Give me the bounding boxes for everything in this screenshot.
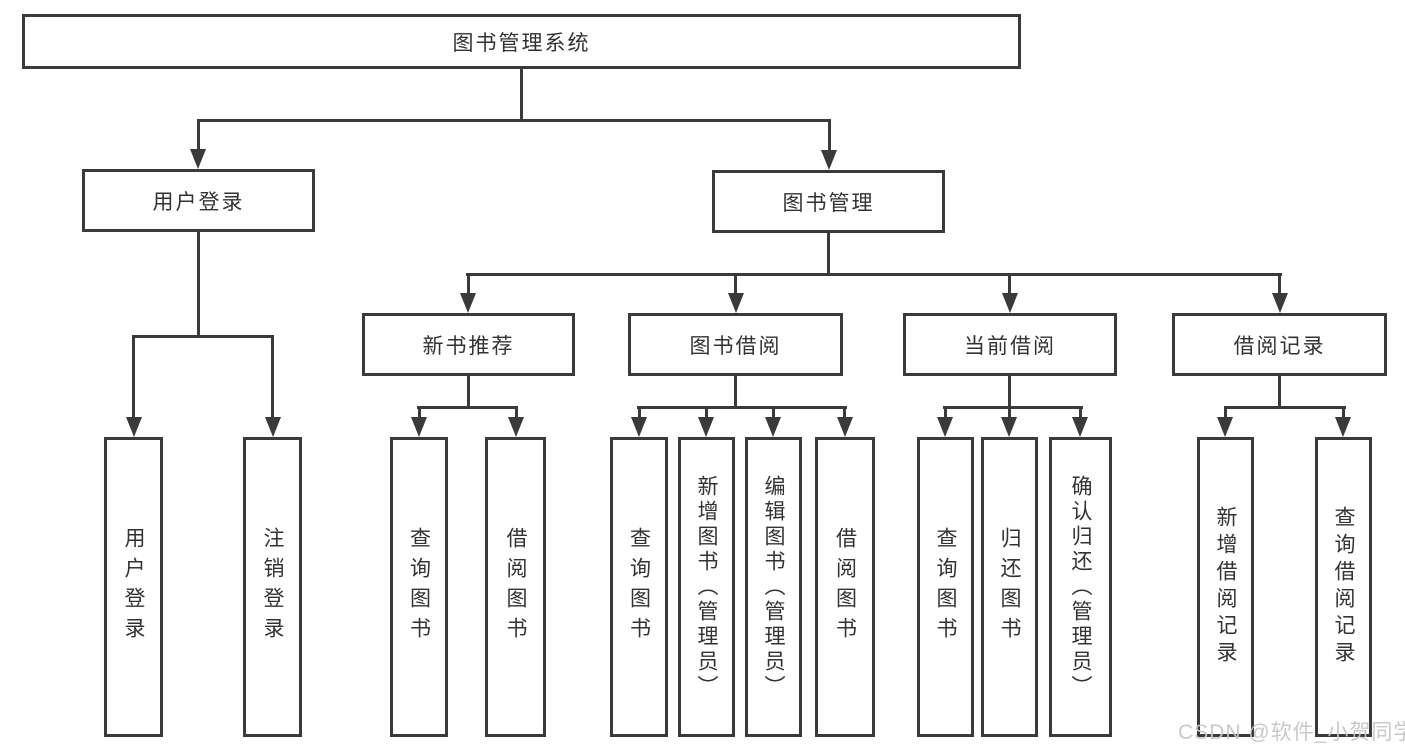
leaf-nb-borrow-books: 借阅图书 bbox=[485, 437, 546, 737]
connector-to-login-leaf bbox=[132, 338, 135, 418]
arrowhead-bb-borrow bbox=[837, 417, 853, 437]
leaf-cb-confirm-return-admin-label: 确认归还（管理员） bbox=[1069, 474, 1092, 700]
node-book-borrow: 图书借阅 bbox=[628, 313, 843, 376]
leaf-bb-add-books-admin-label: 新增图书（管理员） bbox=[695, 474, 718, 700]
connector-to-br-add bbox=[1224, 409, 1227, 419]
arrowhead-bb-query bbox=[631, 417, 647, 437]
connector-new-books-split bbox=[417, 406, 518, 409]
arrowhead-bb-add bbox=[698, 417, 714, 437]
connector-current-borrow-split bbox=[943, 406, 1083, 409]
node-book-borrow-label: 图书借阅 bbox=[689, 334, 782, 358]
connector-to-book-borrow bbox=[734, 276, 737, 294]
arrowhead-login-leaf bbox=[126, 417, 142, 437]
arrowhead-book-borrow bbox=[728, 293, 744, 313]
leaf-cb-query-books-label: 查询图书 bbox=[934, 527, 957, 647]
connector-book-borrow-split bbox=[637, 406, 847, 409]
leaf-cb-return-books: 归还图书 bbox=[981, 437, 1038, 737]
leaf-bb-add-books-admin: 新增图书（管理员） bbox=[678, 437, 735, 737]
connector-to-borrow-records bbox=[1278, 276, 1281, 294]
node-borrow-records: 借阅记录 bbox=[1172, 313, 1387, 376]
connector-to-cb-return bbox=[1008, 409, 1011, 419]
node-current-borrow: 当前借阅 bbox=[903, 313, 1117, 376]
leaf-user-login: 用户登录 bbox=[104, 437, 163, 737]
leaf-br-add-record: 新增借阅记录 bbox=[1197, 437, 1254, 737]
connector-to-cb-confirm bbox=[1079, 409, 1082, 419]
leaf-cb-return-books-label: 归还图书 bbox=[998, 527, 1021, 647]
arrowhead-nb-borrow bbox=[508, 417, 524, 437]
connector-new-books-stub bbox=[467, 376, 470, 409]
arrowhead-current-borrow bbox=[1002, 293, 1018, 313]
node-user-login-label: 用户登录 bbox=[152, 190, 245, 214]
node-book-mgmt: 图书管理 bbox=[712, 170, 945, 233]
leaf-br-query-record-label: 查询借阅记录 bbox=[1332, 506, 1355, 668]
leaf-bb-query-books: 查询图书 bbox=[610, 437, 668, 737]
node-current-borrow-label: 当前借阅 bbox=[964, 334, 1056, 358]
arrowhead-cb-return bbox=[1001, 417, 1017, 437]
connector-to-bb-borrow bbox=[843, 409, 846, 419]
csdn-watermark: CSDN @软件_小贺同学 bbox=[1178, 721, 1405, 744]
arrowhead-new-books bbox=[460, 293, 476, 313]
connector-to-bb-query bbox=[638, 409, 641, 419]
connector-root-split bbox=[197, 119, 831, 122]
connector-to-current-borrow bbox=[1008, 276, 1011, 294]
node-book-mgmt-label: 图书管理 bbox=[782, 191, 875, 215]
leaf-user-login-label: 用户登录 bbox=[122, 527, 145, 647]
connector-book-mgmt-stub bbox=[827, 233, 830, 276]
connector-to-user-login bbox=[197, 119, 200, 151]
arrowhead-bb-edit bbox=[765, 417, 781, 437]
arrowhead-user-login bbox=[190, 149, 206, 169]
connector-book-mgmt-split bbox=[466, 273, 1282, 276]
leaf-logout-label: 注销登录 bbox=[261, 527, 284, 647]
connector-book-borrow-stub bbox=[734, 376, 737, 409]
arrowhead-cb-query bbox=[937, 417, 953, 437]
leaf-nb-query-books-label: 查询图书 bbox=[407, 527, 431, 647]
connector-borrow-records-split bbox=[1224, 406, 1346, 409]
arrowhead-borrow-records bbox=[1272, 293, 1288, 313]
connector-to-bb-add bbox=[705, 409, 708, 419]
leaf-bb-edit-books-admin-label: 编辑图书（管理员） bbox=[762, 474, 785, 700]
arrowhead-nb-query bbox=[411, 417, 427, 437]
arrowhead-br-query bbox=[1335, 417, 1351, 437]
leaf-bb-edit-books-admin: 编辑图书（管理员） bbox=[745, 437, 802, 737]
node-borrow-records-label: 借阅记录 bbox=[1233, 334, 1326, 358]
node-new-books: 新书推荐 bbox=[362, 313, 575, 376]
arrowhead-logout-leaf bbox=[265, 417, 281, 437]
connector-user-login-split bbox=[132, 335, 274, 338]
connector-to-logout-leaf bbox=[271, 338, 274, 418]
connector-root-stub bbox=[520, 69, 523, 119]
connector-to-nb-query bbox=[418, 409, 421, 419]
node-root-label: 图书管理系统 bbox=[452, 31, 591, 55]
arrowhead-cb-confirm bbox=[1072, 417, 1088, 437]
node-user-login: 用户登录 bbox=[82, 169, 315, 232]
leaf-logout: 注销登录 bbox=[243, 437, 302, 737]
leaf-bb-borrow-books: 借阅图书 bbox=[815, 437, 875, 737]
leaf-bb-borrow-books-label: 借阅图书 bbox=[833, 527, 857, 647]
leaf-cb-query-books: 查询图书 bbox=[917, 437, 974, 737]
leaf-nb-query-books: 查询图书 bbox=[390, 437, 448, 737]
connector-borrow-records-stub bbox=[1278, 376, 1281, 409]
connector-to-cb-query bbox=[944, 409, 947, 419]
node-new-books-label: 新书推荐 bbox=[422, 334, 515, 358]
leaf-bb-query-books-label: 查询图书 bbox=[627, 527, 651, 647]
leaf-br-add-record-label: 新增借阅记录 bbox=[1214, 506, 1237, 668]
leaf-br-query-record: 查询借阅记录 bbox=[1315, 437, 1372, 737]
node-root-library-system: 图书管理系统 bbox=[22, 14, 1021, 69]
connector-to-br-query bbox=[1342, 409, 1345, 419]
connector-to-book-mgmt bbox=[828, 119, 831, 151]
arrowhead-book-mgmt bbox=[821, 150, 837, 170]
leaf-nb-borrow-books-label: 借阅图书 bbox=[504, 527, 527, 647]
arrowhead-br-add bbox=[1217, 417, 1233, 437]
connector-to-bb-edit bbox=[772, 409, 775, 419]
connector-to-nb-borrow bbox=[515, 409, 518, 419]
connector-to-new-books bbox=[467, 276, 470, 294]
connector-current-borrow-stub bbox=[1008, 376, 1011, 409]
connector-user-login-stub bbox=[197, 232, 200, 338]
leaf-cb-confirm-return-admin: 确认归还（管理员） bbox=[1049, 437, 1112, 737]
